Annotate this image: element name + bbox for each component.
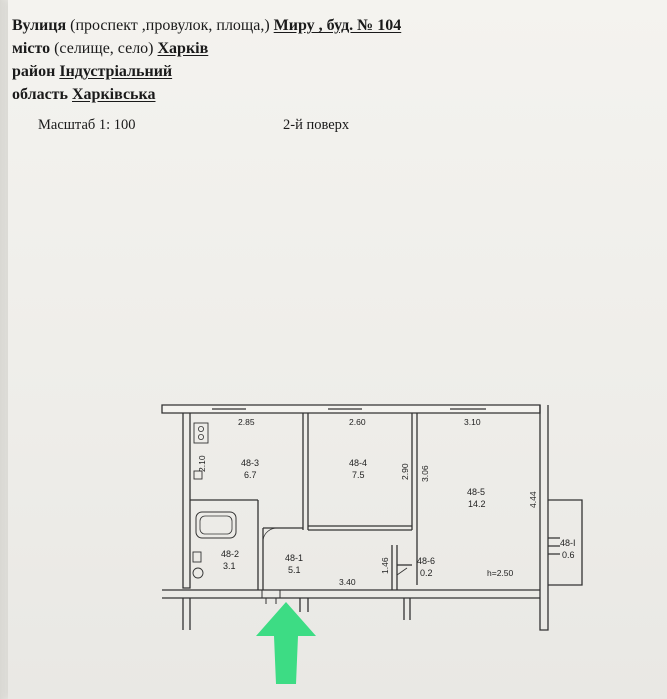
region-line: область Харківська bbox=[12, 83, 401, 106]
street-line: Вулиця (проспект ,провулок, площа,) Миру… bbox=[12, 14, 401, 37]
page-edge bbox=[0, 0, 8, 699]
room-id: 48-4 bbox=[349, 458, 367, 468]
dimension: 2.90 bbox=[400, 463, 410, 480]
dimension: 3.40 bbox=[339, 577, 356, 587]
plan-walls bbox=[161, 404, 583, 631]
street-label: Вулиця bbox=[12, 17, 67, 34]
dimension: 3.06 bbox=[420, 465, 430, 482]
dimension: 4.44 bbox=[528, 491, 538, 508]
floor-label: 2-й поверх bbox=[283, 117, 350, 133]
city-line: місто (селище, село) Харків bbox=[12, 37, 401, 60]
scale-label: Масштаб 1: 100 bbox=[38, 117, 136, 133]
room-area: 0.6 bbox=[562, 550, 575, 560]
street-value: Миру , буд. № 104 bbox=[273, 17, 402, 34]
dimension: 2.85 bbox=[238, 417, 255, 427]
room-id: 48-3 bbox=[241, 458, 259, 468]
city-label: місто bbox=[12, 40, 51, 57]
room-id: 48-2 bbox=[221, 549, 239, 559]
dimension: 1.46 bbox=[380, 557, 390, 574]
address-block: Вулиця (проспект ,провулок, площа,) Миру… bbox=[12, 14, 401, 106]
dimension: 3.10 bbox=[464, 417, 481, 427]
district-label: район bbox=[12, 63, 60, 80]
arrow-up-icon bbox=[256, 602, 316, 684]
room-area: 14.2 bbox=[468, 499, 486, 509]
room-area: 6.7 bbox=[244, 470, 257, 480]
street-hint: (проспект ,провулок, площа,) bbox=[66, 17, 274, 34]
region-label: область bbox=[12, 86, 72, 103]
room-id: 48-6 bbox=[417, 556, 435, 566]
district-value: Індустріальний bbox=[59, 63, 173, 80]
room-area: 3.1 bbox=[223, 561, 236, 571]
document-page bbox=[8, 0, 667, 699]
room-area: 5.1 bbox=[288, 565, 301, 575]
district-line: район Індустріальний bbox=[12, 60, 401, 83]
dimension: 2.10 bbox=[197, 455, 207, 472]
room-area: 7.5 bbox=[352, 470, 365, 480]
room-area: 0.2 bbox=[420, 568, 433, 578]
region-value: Харківська bbox=[72, 86, 156, 103]
dimension: 2.60 bbox=[349, 417, 366, 427]
room-id: 48-I bbox=[560, 538, 576, 548]
room-id: 48-1 bbox=[285, 553, 303, 563]
ceiling-height: h=2.50 bbox=[487, 568, 514, 578]
room-id: 48-5 bbox=[467, 487, 485, 497]
city-value: Харків bbox=[157, 40, 209, 57]
dimension-labels: 2.85 2.60 3.10 2.10 2.90 3.06 4.44 3.40 … bbox=[197, 417, 538, 587]
room-labels: 48-3 6.7 48-4 7.5 48-5 14.2 48-2 3.1 48-… bbox=[221, 458, 576, 578]
city-hint: (селище, село) bbox=[50, 40, 158, 57]
